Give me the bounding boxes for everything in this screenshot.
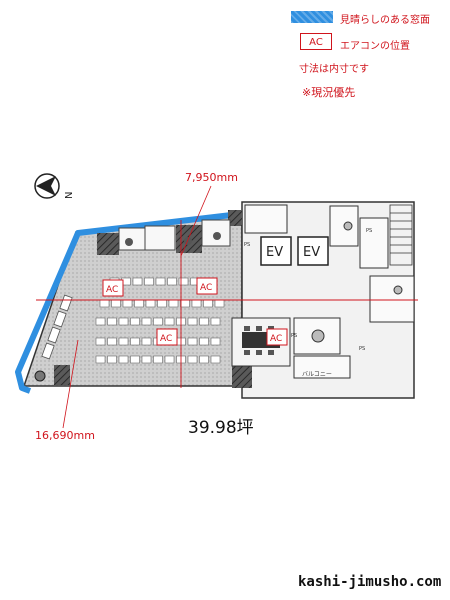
desk: [107, 317, 117, 326]
desk: [210, 337, 221, 346]
desk: [199, 355, 209, 364]
desk: [210, 355, 221, 364]
desk: [155, 277, 166, 286]
desk: [178, 277, 189, 286]
desk: [153, 317, 163, 326]
desk: [99, 299, 110, 308]
desk: [187, 355, 198, 364]
dimension-label-top: 7,950mm: [185, 171, 238, 184]
desk: [180, 299, 190, 308]
desk: [141, 317, 152, 326]
desk: [164, 355, 175, 364]
desk: [203, 299, 213, 308]
desk: [118, 355, 129, 364]
pipe-space-label: PS: [244, 242, 250, 248]
svg-text:AC: AC: [200, 283, 212, 293]
desk: [141, 355, 152, 364]
desk: [107, 355, 117, 364]
pipe-space-label: PS: [291, 333, 297, 339]
svg-text:AC: AC: [106, 285, 118, 295]
desk: [187, 337, 198, 346]
north-arrow-icon: N: [34, 173, 75, 199]
desk: [130, 355, 140, 364]
pipe-space-label: PS: [366, 228, 372, 234]
desk: [95, 355, 106, 364]
ac-unit: AC: [156, 328, 178, 346]
desk: [95, 317, 106, 326]
desk: [214, 299, 225, 308]
window-view-legend-swatch: [291, 11, 333, 23]
elevator-1-label: EV: [266, 245, 283, 260]
dimension-leader-top: [180, 185, 212, 257]
stairway: [389, 204, 413, 266]
desk: [145, 299, 156, 308]
balcony-label: バルコニー: [302, 371, 332, 378]
desk: [118, 317, 129, 326]
site-url: kashi-jimusho.com: [298, 574, 442, 590]
ac-legend-box: AC: [300, 33, 332, 50]
pipe-space-label: PS: [359, 346, 365, 352]
desk: [144, 277, 154, 286]
ac-unit: AC: [102, 279, 124, 297]
elevator-2-label: EV: [303, 245, 320, 260]
desk: [164, 317, 175, 326]
svg-text:AC: AC: [160, 334, 172, 344]
desk: [122, 299, 133, 308]
desk: [118, 337, 129, 346]
desk: [157, 299, 167, 308]
elevator-2: [297, 236, 329, 266]
ac-unit: AC: [196, 277, 218, 295]
desk: [187, 317, 198, 326]
desk: [168, 299, 179, 308]
dimension-note: 寸法は内寸です: [299, 64, 369, 75]
desk: [107, 337, 117, 346]
current-condition-note: ※現況優先: [302, 86, 356, 99]
desk: [95, 337, 106, 346]
desk: [132, 277, 143, 286]
column-marker: [34, 370, 46, 382]
window-view-legend-label: 見晴らしのある窓面: [340, 15, 430, 26]
desk: [153, 355, 163, 364]
desk: [199, 317, 209, 326]
desk: [210, 317, 221, 326]
ac-unit: AC: [266, 328, 288, 346]
dimension-leader-left: [62, 339, 79, 429]
desk: [199, 337, 209, 346]
dimension-label-left: 16,690mm: [35, 429, 95, 442]
desk: [130, 317, 140, 326]
desk: [134, 299, 144, 308]
svg-text:AC: AC: [270, 334, 282, 344]
desk: [167, 277, 177, 286]
left-wall-units: [41, 294, 73, 360]
north-arrow-label: N: [64, 192, 75, 199]
desk: [141, 337, 152, 346]
elevator-1: [260, 236, 292, 266]
desk: [191, 299, 202, 308]
structural-columns: [54, 210, 252, 388]
floor-area-label: 39.98坪: [188, 418, 254, 438]
ac-position-legend-label: エアコンの位置: [340, 41, 410, 52]
desk: [111, 299, 121, 308]
window-view-wall: [15, 211, 241, 394]
desk: [130, 337, 140, 346]
